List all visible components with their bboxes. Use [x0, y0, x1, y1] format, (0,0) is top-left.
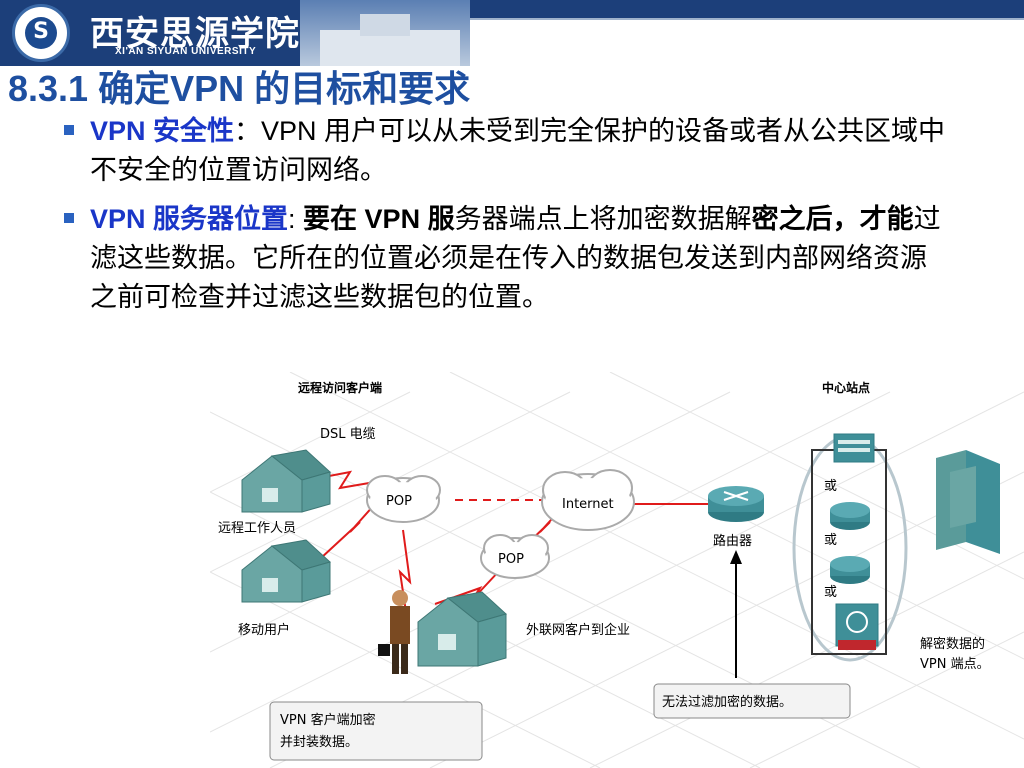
header-divider	[470, 18, 1024, 20]
bullet-marker	[64, 125, 74, 135]
label-vpn-client-1: VPN 客户端加密	[280, 712, 376, 728]
house-icon	[417, 591, 507, 667]
vpn-network-diagram: POP Internet POP 路由器	[210, 372, 1024, 768]
campus-photo	[300, 0, 470, 66]
cloud-pop-bottom	[480, 534, 550, 579]
bullet-text: 务器端点上将加密数据解	[454, 204, 752, 234]
callout-vpn-client: VPN 客户端加密 并封装数据。	[269, 701, 483, 761]
bullet-bold-text-2: 密之后，才能	[751, 204, 914, 234]
label-or-1: 或	[824, 479, 837, 494]
bullet-separator: ：	[234, 116, 262, 146]
university-logo: S	[12, 4, 70, 62]
router-icon	[830, 502, 870, 530]
label-pop-top: POP	[386, 494, 412, 509]
bullet-list: VPN 安全性：VPN 用户可以从未受到完全保护的设备或者从公共区域中不安全的位…	[62, 112, 952, 327]
label-decrypt-endpoint-2: VPN 端点。	[920, 657, 990, 672]
label-extranet: 外联网客户到企业	[526, 622, 630, 638]
header-bar	[470, 0, 1024, 18]
label-teleworker: 远程工作人员	[218, 521, 296, 536]
arrow-icon	[730, 550, 742, 678]
school-name-en: XI'AN SIYUAN UNIVERSITY	[115, 46, 257, 57]
label-cannot-filter: 无法过滤加密的数据。	[662, 694, 792, 710]
label-central-site: 中心站点	[822, 380, 870, 395]
mobile-user-person-icon	[378, 590, 410, 674]
router-icon	[708, 486, 764, 522]
label-vpn-client-2: 并封装数据。	[280, 735, 358, 750]
school-name-cn: 西安思源学院	[90, 14, 300, 54]
bullet-keyword: VPN 安全性	[90, 116, 235, 146]
cloud-pop-top	[366, 475, 441, 523]
firewall-device-icon	[830, 556, 870, 584]
house-icon	[241, 539, 331, 603]
cloud-internet	[541, 469, 635, 531]
bullet-vpn-security: VPN 安全性：VPN 用户可以从未受到完全保护的设备或者从公共区域中不安全的位…	[62, 112, 952, 190]
bullet-separator: :	[288, 204, 304, 234]
bullet-bold-text: 要在 VPN 服	[303, 204, 455, 234]
bullet-text: VPN 用户可以从未受到完全保护的设备或者从公共区域中不安全的位置访问网络。	[90, 116, 946, 185]
label-decrypt-endpoint-1: 解密数据的	[920, 636, 985, 652]
bullet-vpn-server-location: VPN 服务器位置: 要在 VPN 服务器端点上将加密数据解密之后，才能过滤这些…	[62, 200, 952, 317]
label-dsl-cable: DSL 电缆	[320, 426, 376, 442]
header-banner: S 西安思源学院 XI'AN SIYUAN UNIVERSITY	[0, 0, 470, 66]
label-internet: Internet	[562, 497, 614, 512]
label-or-2: 或	[824, 533, 837, 548]
slide-title: 8.3.1 确定VPN 的目标和要求	[8, 68, 471, 109]
bullet-text-2: 过滤这些数据。它所在的位置必须是在传入的数据包发送到内部网络资源之前可检查并过滤…	[90, 204, 941, 312]
house-icon	[241, 449, 331, 513]
vpn-concentrator-icon	[835, 603, 879, 650]
label-or-3: 或	[824, 585, 837, 600]
building-icon	[936, 450, 1000, 554]
bullet-keyword: VPN 服务器位置	[90, 204, 289, 234]
label-remote-access-client: 远程访问客户端	[298, 380, 382, 395]
label-pop-bottom: POP	[498, 552, 524, 567]
label-mobile-user: 移动用户	[238, 622, 290, 638]
bullet-marker	[64, 213, 74, 223]
callout-cannot-filter: 无法过滤加密的数据。	[653, 683, 851, 719]
label-router: 路由器	[713, 533, 752, 549]
switch-icon	[833, 433, 875, 463]
